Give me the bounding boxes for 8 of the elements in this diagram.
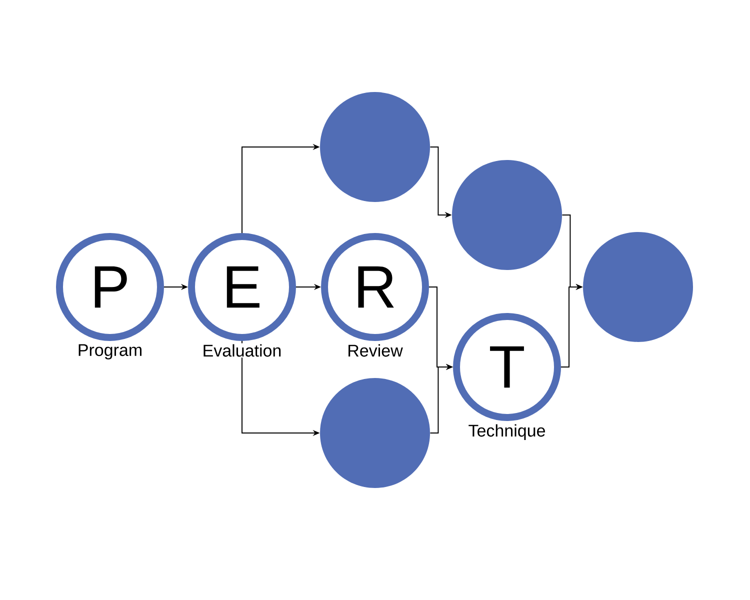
filled-circle xyxy=(583,232,693,342)
filled-circle xyxy=(452,160,562,270)
filled-circle xyxy=(320,92,430,202)
node-caption: Technique xyxy=(467,423,547,442)
node-caption: Program xyxy=(76,343,144,360)
filled-circle xyxy=(320,378,430,488)
node-caption: Review xyxy=(346,343,404,358)
node-caption: Evaluation xyxy=(201,343,283,358)
